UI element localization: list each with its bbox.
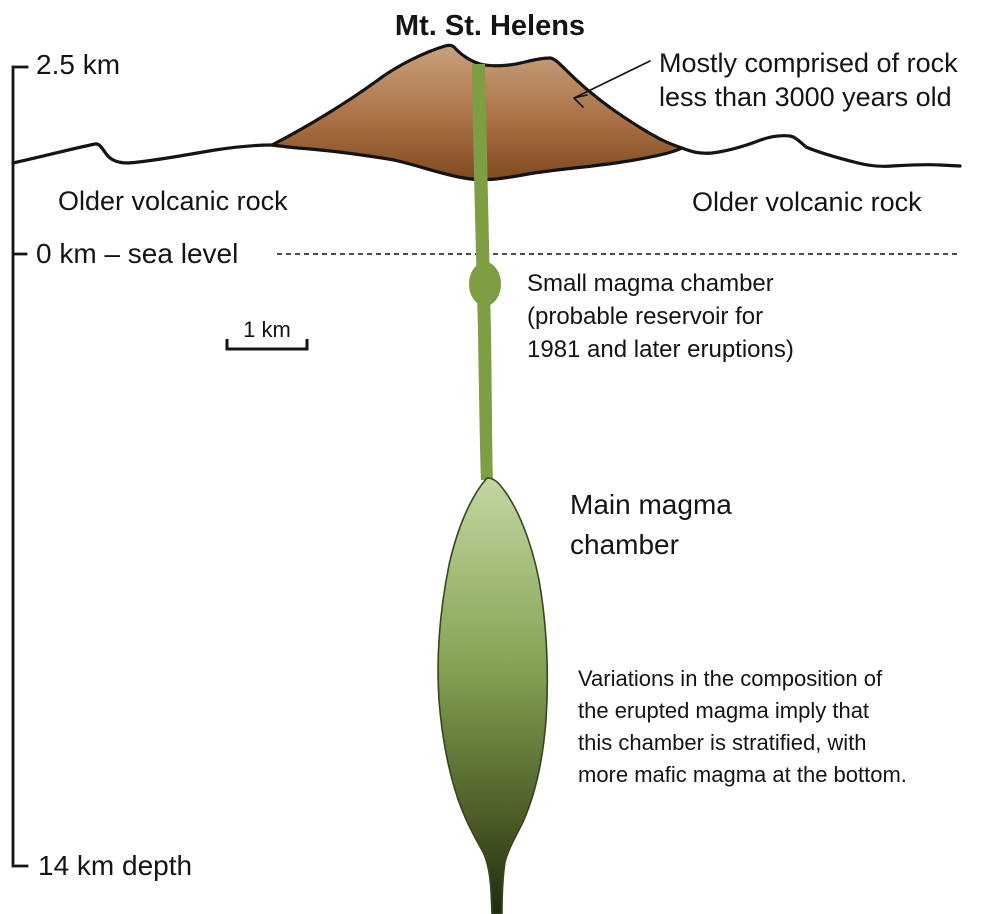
main-chamber-label-line2: chamber <box>570 529 679 560</box>
small-chamber-annotation: Small magma chamber (probable reservoir … <box>527 267 794 366</box>
young-rock-annotation-line1: Mostly comprised of rock <box>659 48 958 78</box>
depth-axis <box>11 65 29 868</box>
ground-line-right <box>680 134 962 168</box>
main-magma-chamber-shape <box>437 477 549 914</box>
sea-level-label: 0 km – sea level <box>36 238 239 269</box>
stratified-annotation-line1: Variations in the composition of <box>578 666 883 691</box>
elevation-label: 2.5 km <box>36 49 121 80</box>
annotation-arrow <box>573 60 651 108</box>
stratified-annotation: Variations in the composition of the eru… <box>578 663 907 791</box>
ground-line-left <box>11 142 274 165</box>
scale-bar <box>225 339 309 351</box>
diagram-title: Mt. St. Helens <box>394 10 586 42</box>
main-chamber-label: Main magma chamber <box>570 485 732 565</box>
depth-label: 14 km depth <box>38 850 193 881</box>
stratified-annotation-line3: this chamber is stratified, with <box>578 730 867 755</box>
small-chamber-annotation-line1: Small magma chamber <box>527 270 774 297</box>
small-magma-chamber-shape <box>469 262 501 306</box>
stratified-annotation-line2: the erupted magma imply that <box>578 698 870 723</box>
older-rock-label-left: Older volcanic rock <box>58 186 288 216</box>
scale-bar-label: 1 km <box>243 317 291 342</box>
stratified-annotation-line4: more mafic magma at the bottom. <box>578 762 907 787</box>
small-chamber-annotation-line3: 1981 and later eruptions) <box>527 336 794 363</box>
main-chamber-label-line1: Main magma <box>570 489 732 520</box>
older-rock-label-right: Older volcanic rock <box>692 187 922 217</box>
small-chamber-annotation-line2: (probable reservoir for <box>527 303 764 330</box>
young-rock-annotation-line2: less than 3000 years old <box>659 82 952 112</box>
young-rock-annotation: Mostly comprised of rock less than 3000 … <box>659 46 958 114</box>
